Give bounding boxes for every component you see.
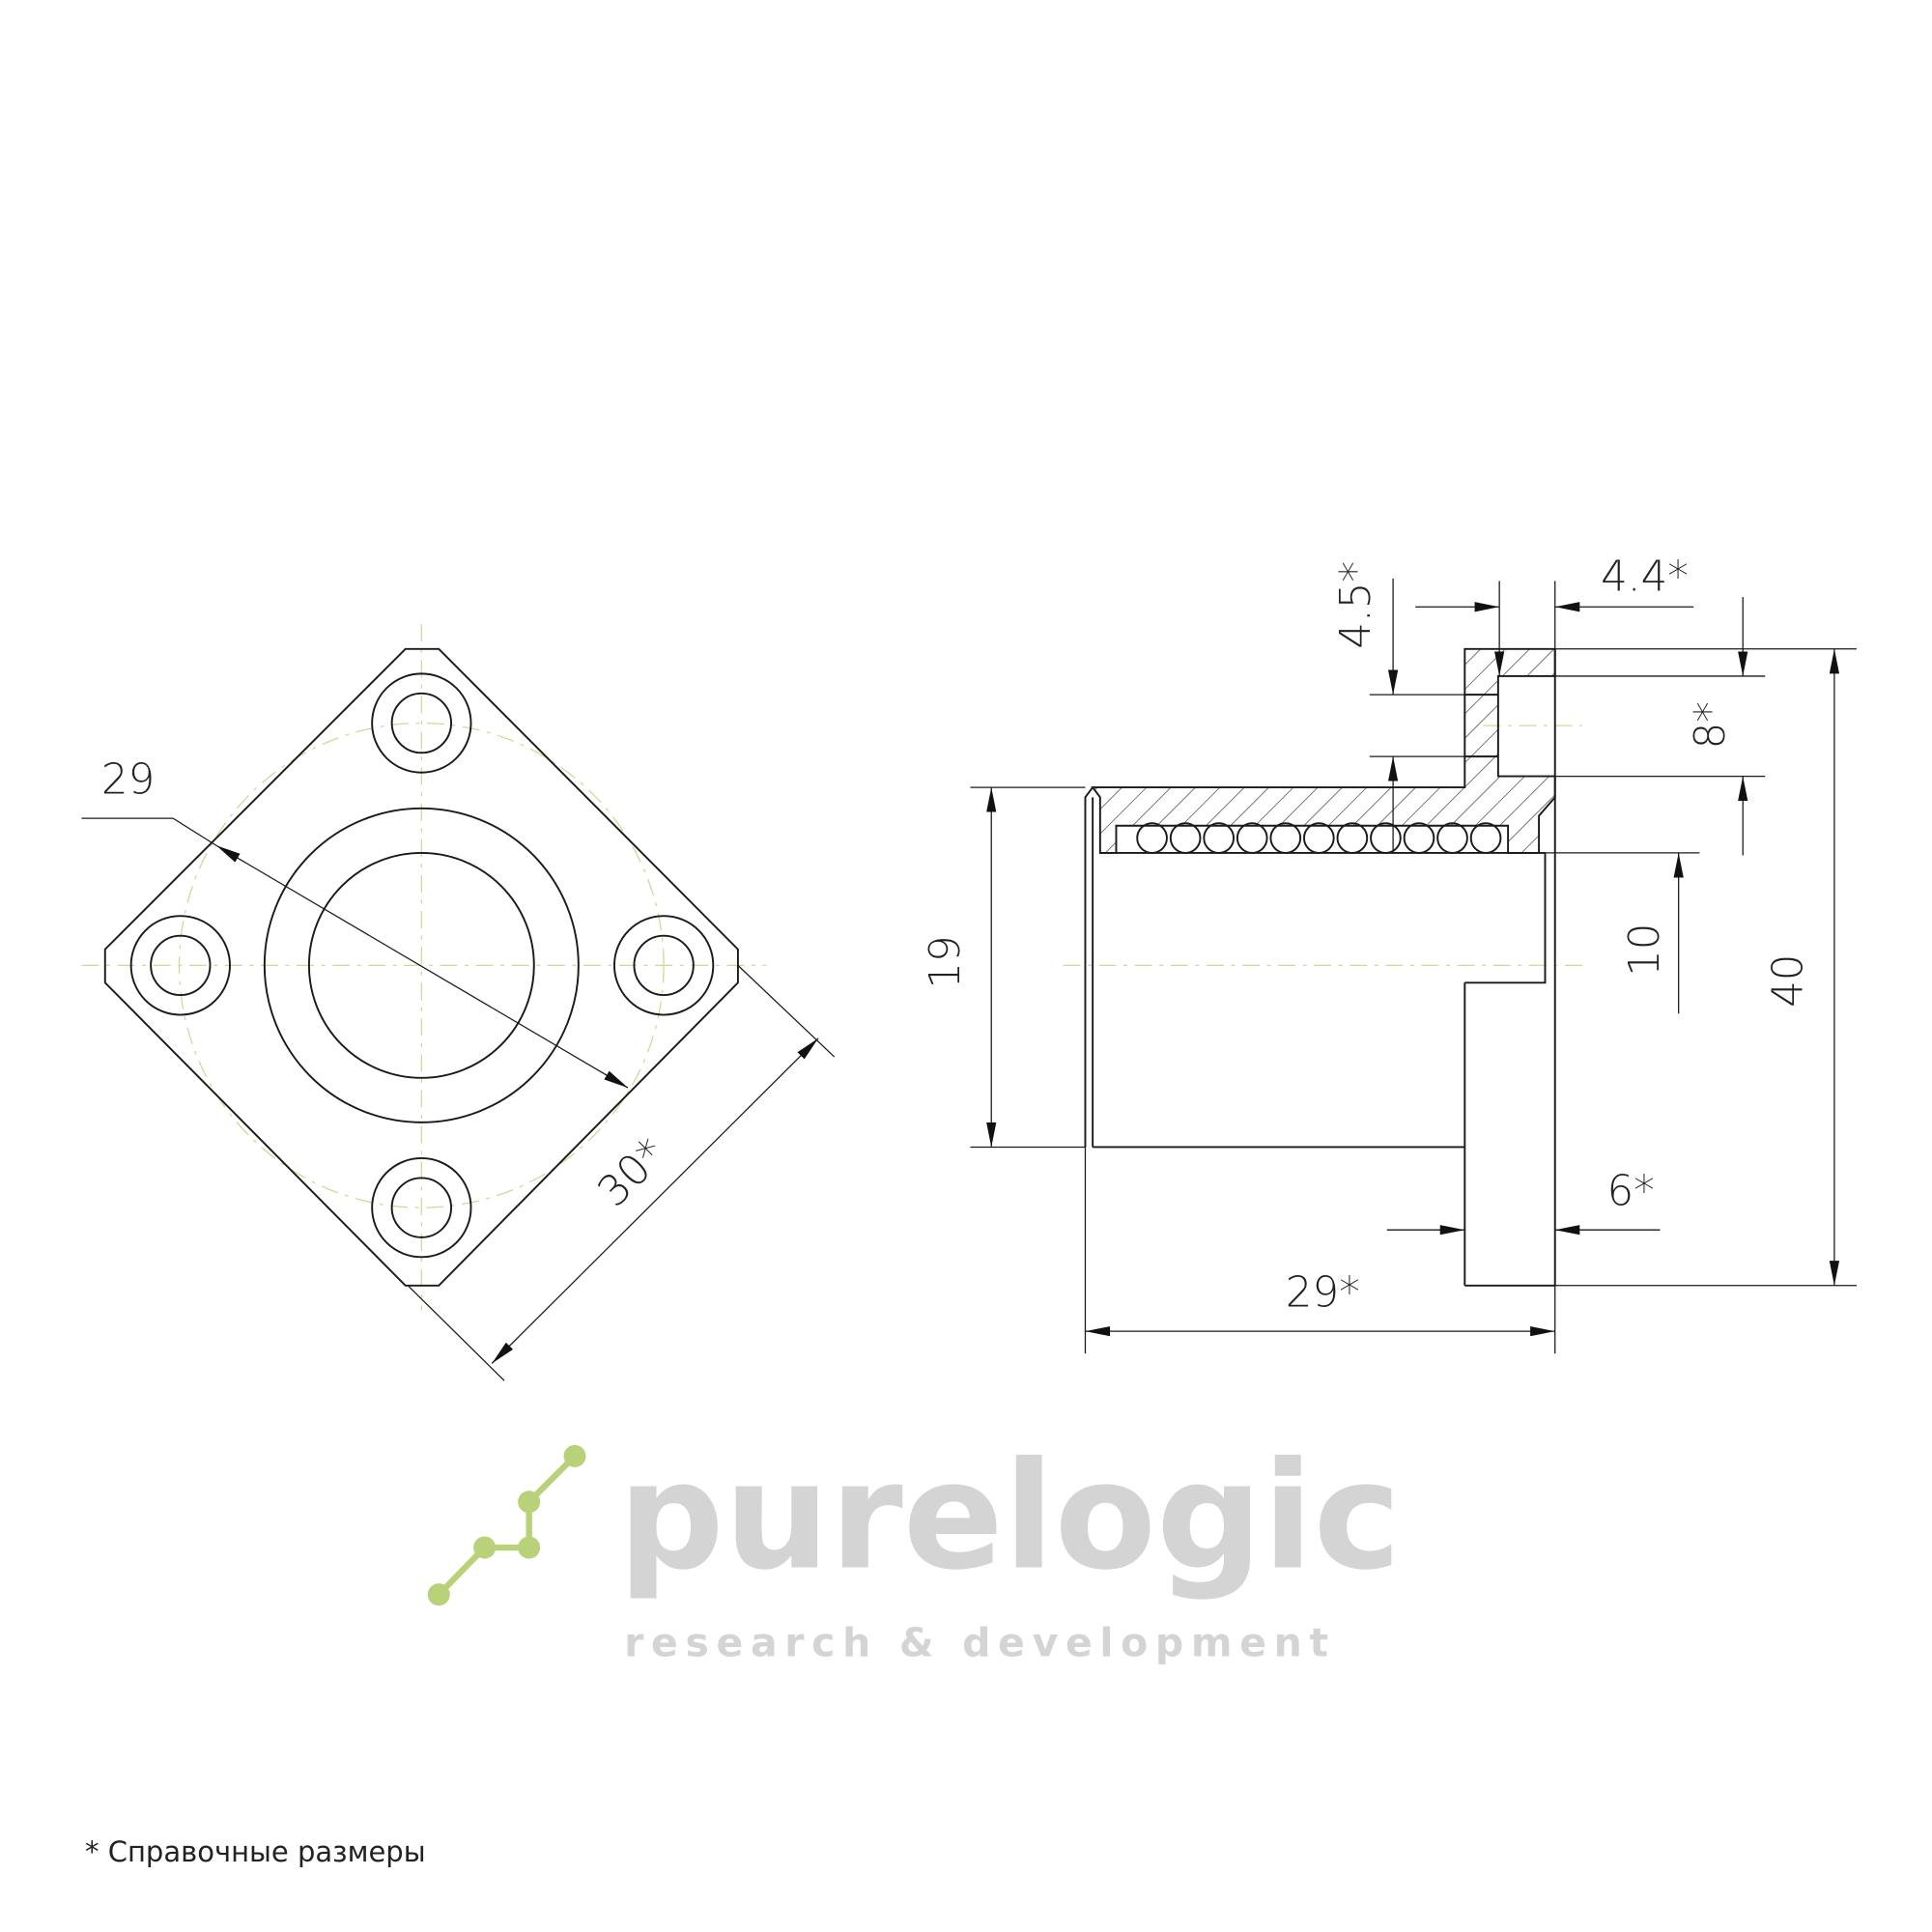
flange-outline <box>103 647 739 1287</box>
dim-19: 19 <box>922 935 970 988</box>
dim-29-length: 29* <box>1286 1269 1360 1318</box>
logo-mark-icon <box>427 1444 586 1606</box>
section-view: 19 4.5* 4.4* 8* 10 40 6* 29* <box>922 554 1857 1354</box>
bolt-circle <box>178 722 665 1208</box>
dim-6: 6* <box>1606 1168 1654 1216</box>
dim-4-4: 4.4* <box>1601 554 1689 602</box>
dim-8: 8* <box>1687 701 1735 749</box>
dim-29: 29 <box>101 755 155 804</box>
bolt-holes <box>129 672 715 1259</box>
dim-40: 40 <box>1765 954 1813 1008</box>
watermark-tagline: research & development <box>624 1620 1336 1666</box>
footnote: * Справочные размеры <box>85 1835 426 1868</box>
balls <box>1136 822 1502 854</box>
watermark-logo: purelogic research & development <box>427 1431 1402 1666</box>
dim-30: 30* <box>589 1129 676 1216</box>
dim-4-5: 4.5* <box>1332 561 1380 649</box>
front-view: 29 30* <box>81 624 836 1381</box>
dim-10: 10 <box>1621 923 1669 977</box>
watermark-brand: purelogic <box>618 1431 1402 1604</box>
